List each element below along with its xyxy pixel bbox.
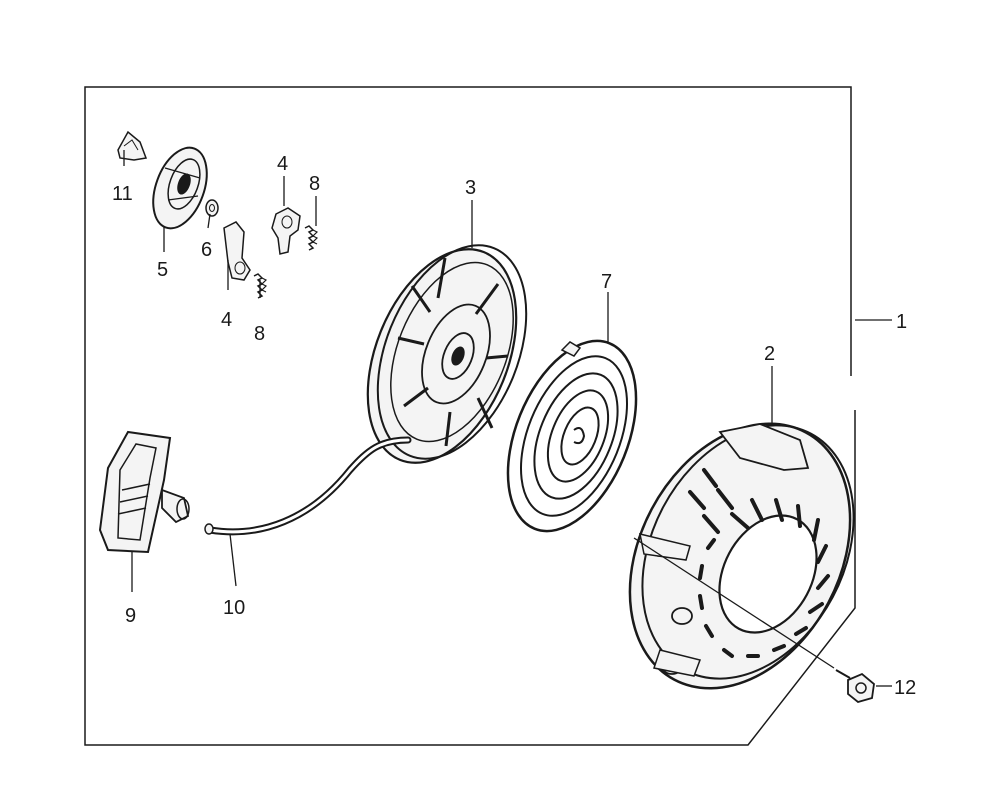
part-2-starter-case[interactable]: [586, 385, 896, 726]
leader-lines: [123, 150, 892, 687]
callout-8-lower: 8: [254, 323, 265, 345]
callout-12: 12: [894, 677, 916, 699]
part-8-spring-upper[interactable]: [304, 225, 319, 251]
part-6-washer[interactable]: [205, 199, 219, 217]
callout-9: 9: [125, 605, 136, 627]
callout-3: 3: [465, 177, 476, 199]
part-4-pawl-upper[interactable]: [271, 207, 301, 255]
callout-7: 7: [601, 271, 612, 293]
part-5-ratchet-plate[interactable]: [143, 140, 217, 235]
part-12-bolt[interactable]: [835, 669, 875, 703]
callout-4-upper: 4: [277, 153, 288, 175]
callout-4-lower: 4: [221, 309, 232, 331]
callout-2: 2: [764, 343, 775, 365]
callout-6: 6: [201, 239, 212, 261]
part-10-rope[interactable]: [204, 436, 412, 536]
part-11-cap[interactable]: [117, 130, 148, 161]
callout-10: 10: [223, 597, 245, 619]
part-7-recoil-spring[interactable]: [483, 322, 662, 549]
callout-8-upper: 8: [309, 173, 320, 195]
assembly-frame: [84, 86, 856, 746]
callout-1: 1: [896, 311, 907, 333]
part-4-pawl-lower[interactable]: [223, 221, 251, 281]
part-3-reel[interactable]: [339, 223, 555, 484]
callout-11: 11: [112, 183, 133, 205]
part-9-handle[interactable]: [98, 430, 190, 554]
callout-labels: 1 2 3 4 4 5 6 7 8 8 9 10 11 12: [112, 153, 916, 699]
callout-5: 5: [157, 259, 168, 281]
